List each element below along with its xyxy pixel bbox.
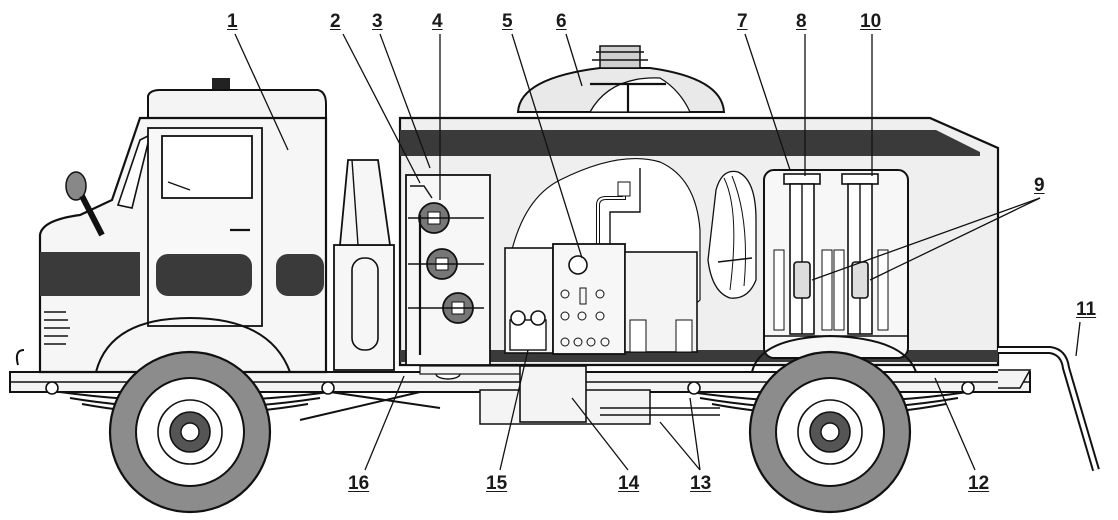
callout-10: 10 — [860, 11, 882, 32]
callout-9: 9 — [1034, 175, 1045, 196]
intake-stack — [333, 159, 395, 371]
callout-11: 11 — [1076, 299, 1097, 320]
callout-15: 15 — [486, 473, 508, 494]
callout-14: 14 — [618, 473, 640, 494]
callout-12: 12 — [968, 473, 990, 494]
callout-5: 5 — [502, 11, 513, 32]
leader-lines — [234, 33, 1081, 471]
callout-2: 2 — [330, 11, 341, 32]
control-panel — [504, 243, 698, 355]
callout-3: 3 — [372, 11, 383, 32]
callout-6: 6 — [556, 11, 567, 32]
roof-tank — [516, 45, 726, 113]
front-wheel — [108, 350, 272, 514]
callout-16: 16 — [348, 473, 370, 494]
gas-cylinders — [509, 310, 547, 351]
shackle-bolts — [45, 381, 975, 395]
rear-wheel — [748, 334, 917, 514]
callout-13: 13 — [690, 473, 712, 494]
service-body — [398, 45, 1000, 423]
gauge-column — [408, 202, 484, 355]
dispenser-cabinet — [763, 169, 909, 359]
truck-cabin — [15, 78, 328, 374]
mirror-icon — [65, 171, 87, 201]
callout-1: 1 — [227, 11, 238, 32]
callout-8: 8 — [796, 11, 807, 32]
callout-4: 4 — [432, 11, 443, 32]
tow-bar — [998, 346, 1100, 472]
callout-7: 7 — [737, 11, 748, 32]
